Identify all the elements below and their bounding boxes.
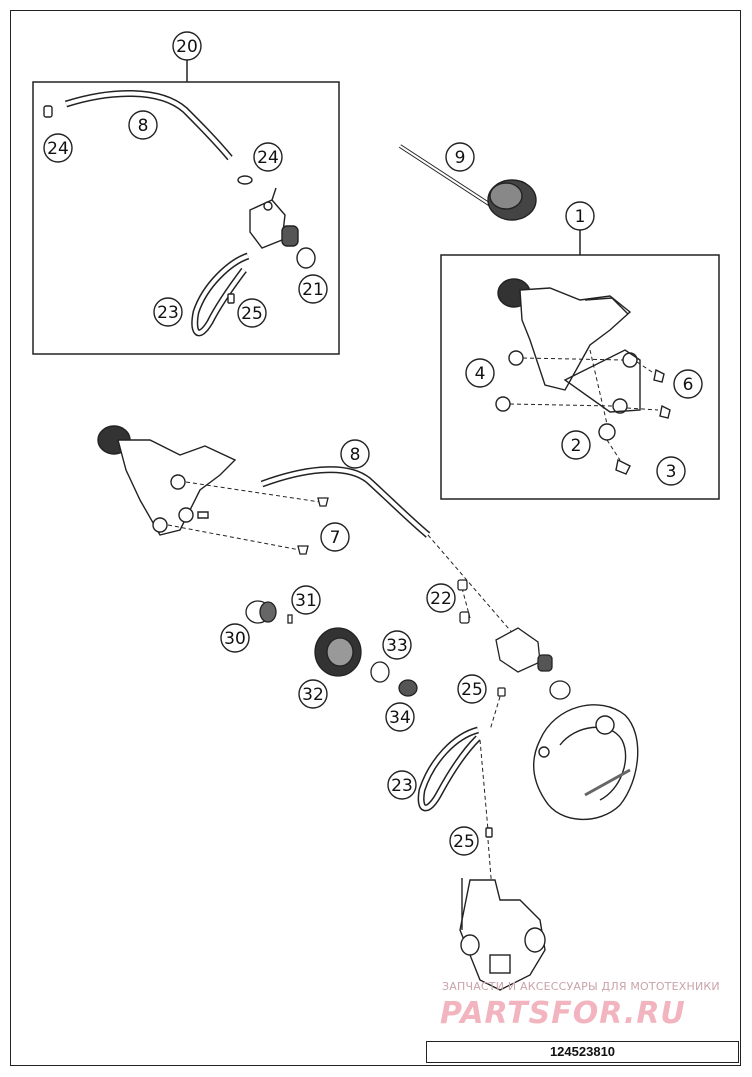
engine-cover-part (532, 704, 639, 821)
callout-31: 31 (291, 585, 321, 615)
svg-text:25: 25 (461, 680, 483, 700)
callout-4: 4 (465, 358, 495, 388)
svg-text:34: 34 (389, 708, 411, 728)
oil-tank-part (495, 278, 671, 475)
svg-text:7: 7 (330, 528, 341, 548)
callout-24-right: 24 (253, 142, 283, 172)
callout-23-inset: 23 (153, 297, 183, 327)
main-leader-lines (167, 481, 516, 891)
svg-text:31: 31 (295, 591, 317, 611)
svg-text:1: 1 (575, 207, 586, 227)
watermark-logo: PARTSFOR.RU (440, 996, 686, 1031)
callout-25-main-upper: 25 (457, 674, 487, 704)
svg-text:23: 23 (391, 776, 413, 796)
callout-21: 21 (298, 274, 328, 304)
callout-8-main: 8 (340, 439, 370, 469)
svg-text:24: 24 (47, 139, 69, 159)
callout-24-left: 24 (43, 133, 73, 163)
callout-1: 1 (565, 201, 595, 231)
document-number: 124523810 (426, 1041, 739, 1063)
svg-text:6: 6 (683, 375, 694, 395)
callout-30: 30 (220, 623, 250, 653)
callout-20: 20 (172, 31, 202, 61)
clamp-part (43, 105, 53, 118)
oil-tank-main-part (97, 425, 237, 536)
oil-hose-23-part (417, 726, 493, 838)
callout-9: 9 (445, 142, 475, 172)
callout-25-inset: 25 (237, 298, 267, 328)
callout-layer: 20 8 24 24 21 23 25 9 (43, 31, 703, 856)
svg-text:23: 23 (157, 303, 179, 323)
main-small-parts (245, 497, 571, 700)
callout-7: 7 (320, 522, 350, 552)
svg-text:20: 20 (176, 37, 198, 57)
svg-text:4: 4 (475, 364, 486, 384)
inset-20-parts (43, 90, 316, 337)
main-vent-hose-part (260, 466, 431, 538)
svg-text:8: 8 (138, 116, 149, 136)
svg-text:24: 24 (257, 148, 279, 168)
callout-23-main: 23 (387, 770, 417, 800)
svg-text:8: 8 (350, 445, 361, 465)
o-ring-part (296, 247, 316, 269)
callout-3: 3 (656, 456, 686, 486)
carburetor-part (459, 878, 546, 991)
svg-text:25: 25 (241, 304, 263, 324)
svg-text:9: 9 (455, 148, 466, 168)
callout-32: 32 (298, 679, 328, 709)
svg-text:3: 3 (666, 462, 677, 482)
watermark-tagline: ЗАПЧАСТИ И АКСЕССУАРЫ ДЛЯ МОТОТЕХНИКИ (442, 980, 720, 993)
tank-cap-with-dipstick-part (398, 144, 537, 221)
svg-text:30: 30 (224, 629, 246, 649)
svg-text:22: 22 (430, 589, 452, 609)
callout-33: 33 (382, 630, 412, 660)
svg-text:2: 2 (571, 436, 582, 456)
svg-text:32: 32 (302, 685, 324, 705)
callout-6: 6 (673, 369, 703, 399)
oil-pump-part (249, 187, 299, 249)
svg-text:21: 21 (302, 280, 324, 300)
svg-text:25: 25 (453, 832, 475, 852)
callout-2: 2 (561, 430, 591, 460)
inset-box-20 (32, 81, 340, 355)
callout-22: 22 (426, 583, 456, 613)
callout-34: 34 (385, 702, 415, 732)
callout-25-main-lower: 25 (449, 826, 479, 856)
callout-8-inset: 8 (128, 110, 158, 140)
svg-text:33: 33 (386, 636, 408, 656)
drawing-frame (10, 10, 741, 1066)
inset-1-leader-lines (509, 349, 659, 461)
